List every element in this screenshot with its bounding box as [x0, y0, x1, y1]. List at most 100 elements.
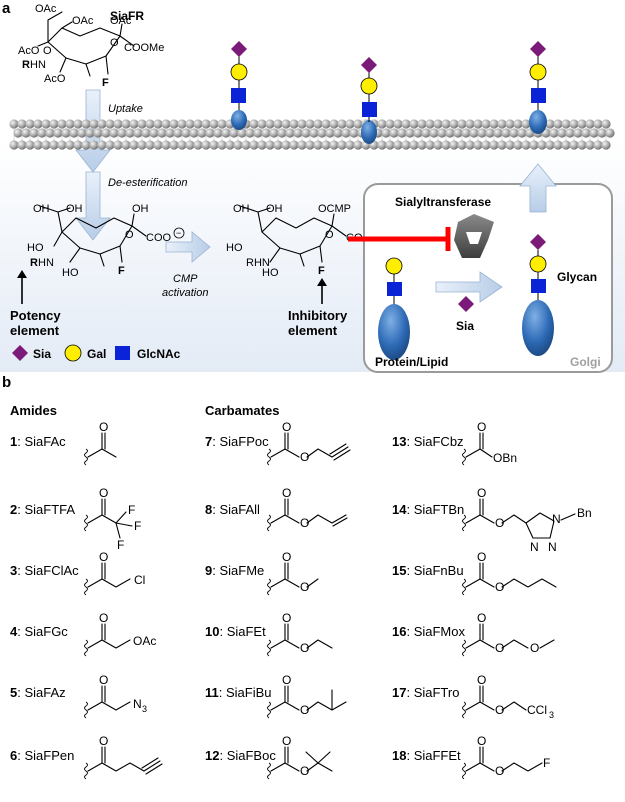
ring-o-1: O — [43, 45, 52, 57]
ring-o-3: O — [325, 229, 334, 241]
compound-name: SiaFnBu — [414, 563, 464, 578]
legend-sia: Sia — [33, 347, 51, 361]
compound-number: 8 — [205, 502, 212, 517]
substituent-18: O O F — [462, 734, 550, 780]
svg-text:O: O — [495, 703, 504, 717]
svg-text:O: O — [99, 611, 108, 625]
compound-number: 17 — [392, 685, 406, 700]
membrane-glycan-3 — [529, 41, 547, 134]
svg-text:F: F — [128, 503, 135, 517]
svg-text:Bn: Bn — [577, 506, 592, 520]
golgi-product — [522, 234, 554, 356]
svg-text:O: O — [495, 516, 504, 530]
compound-4-label: 4: SiaFGc — [10, 624, 68, 639]
svg-text:O: O — [282, 611, 291, 625]
legend: Sia Gal GlcNAc — [12, 344, 181, 362]
svg-text:O: O — [300, 764, 309, 778]
svg-text:O: O — [300, 516, 309, 530]
svg-text:O: O — [282, 486, 291, 500]
golgi-acceptor — [378, 257, 410, 360]
svg-text:O: O — [530, 641, 539, 655]
svg-text:F: F — [134, 519, 141, 533]
oh-top-3: OH — [233, 203, 250, 215]
compound-13-label: 13: SiaFCbz — [392, 434, 464, 449]
svg-text:O: O — [99, 673, 108, 687]
compound-number: 12 — [205, 748, 219, 763]
compound-name: SiaFBoc — [227, 748, 277, 763]
compound-name: SiaFiBu — [226, 685, 272, 700]
legend-sia-icon — [12, 345, 28, 361]
fluorine-3: F — [318, 265, 325, 277]
compound-number: 13 — [392, 434, 406, 449]
aco-bottom: AcO — [44, 73, 66, 85]
hn-1: HN — [30, 59, 46, 71]
inhibitory-label-2: element — [288, 323, 338, 338]
ring-o-2: O — [125, 229, 134, 241]
compound-number: 7 — [205, 434, 212, 449]
svg-text:O: O — [99, 550, 108, 564]
svg-text:F: F — [543, 756, 550, 770]
membrane-glycan-2 — [360, 57, 378, 144]
svg-text:O: O — [300, 703, 309, 717]
hn-2: HN — [38, 257, 54, 269]
substituent-7: OO — [267, 420, 351, 466]
sia-label-golgi: Sia — [456, 319, 474, 333]
compound-number: 6 — [10, 748, 17, 763]
svg-text:N: N — [548, 540, 557, 554]
carbamates-heading: Carbamates — [205, 403, 279, 418]
svg-text:O: O — [282, 673, 291, 687]
compound-number: 10 — [205, 624, 219, 639]
substituent-15: OO — [462, 550, 557, 596]
ho-left-3: HO — [226, 242, 243, 254]
compound-number: 16 — [392, 624, 406, 639]
compound-2-label: 2: SiaFTFA — [10, 502, 75, 517]
oh-top: OH — [33, 203, 50, 215]
svg-text:Cl: Cl — [134, 573, 145, 587]
compound-name: SiaFEt — [227, 624, 266, 639]
cmp-label: CMP — [173, 273, 198, 285]
compound-9-label: 9: SiaFMe — [205, 563, 264, 578]
legend-gal-icon — [64, 344, 82, 362]
svg-text:F: F — [117, 538, 124, 552]
protein-lipid-label: Protein/Lipid — [375, 355, 448, 369]
compound-11-label: 11: SiaFiBu — [205, 685, 272, 700]
siafr-name: SiaFR — [110, 9, 144, 23]
compound-name: SiaFTFA — [24, 502, 75, 517]
compound-15-label: 15: SiaFnBu — [392, 563, 464, 578]
compound-8-label: 8: SiaFAll — [205, 502, 260, 517]
svg-text:O: O — [477, 734, 486, 748]
svg-text:CCl: CCl — [527, 703, 547, 717]
substituent-12: OO — [267, 734, 333, 780]
compound-14-label: 14: SiaFTBn — [392, 502, 464, 517]
minus-1: − — [176, 228, 181, 238]
uptake-label: Uptake — [108, 103, 143, 115]
svg-text:O: O — [477, 550, 486, 564]
compound-17-label: 17: SiaFTro — [392, 685, 459, 700]
substituent-1: O — [84, 420, 117, 466]
ho-bottom: HO — [62, 267, 79, 279]
coome: COOMe — [124, 42, 164, 54]
svg-text:N: N — [530, 540, 539, 554]
substituent-10: OO — [267, 611, 333, 657]
ho-bottom-3: HO — [262, 267, 279, 279]
compound-name: SiaFMox — [414, 624, 466, 639]
compound-3-label: 3: SiaFClAc — [10, 563, 79, 578]
compound-name: SiaFCbz — [414, 434, 464, 449]
export-arrow — [519, 163, 557, 213]
compound-number: 18 — [392, 748, 406, 763]
svg-text:O: O — [99, 486, 108, 500]
fluorine-2: F — [118, 265, 125, 277]
svg-text:3: 3 — [142, 704, 147, 714]
membrane-glycan-1 — [230, 41, 248, 130]
svg-text:O: O — [495, 764, 504, 778]
compound-name: SiaFTro — [414, 685, 460, 700]
substituent-8: OO — [267, 486, 348, 532]
compound-5-label: 5: SiaFAz — [10, 685, 66, 700]
svg-text:N: N — [552, 512, 561, 526]
svg-text:O: O — [300, 450, 309, 464]
substituent-6: O — [84, 734, 163, 780]
compound-10-label: 10: SiaFEt — [205, 624, 266, 639]
oac-chain: OAc — [72, 15, 94, 27]
